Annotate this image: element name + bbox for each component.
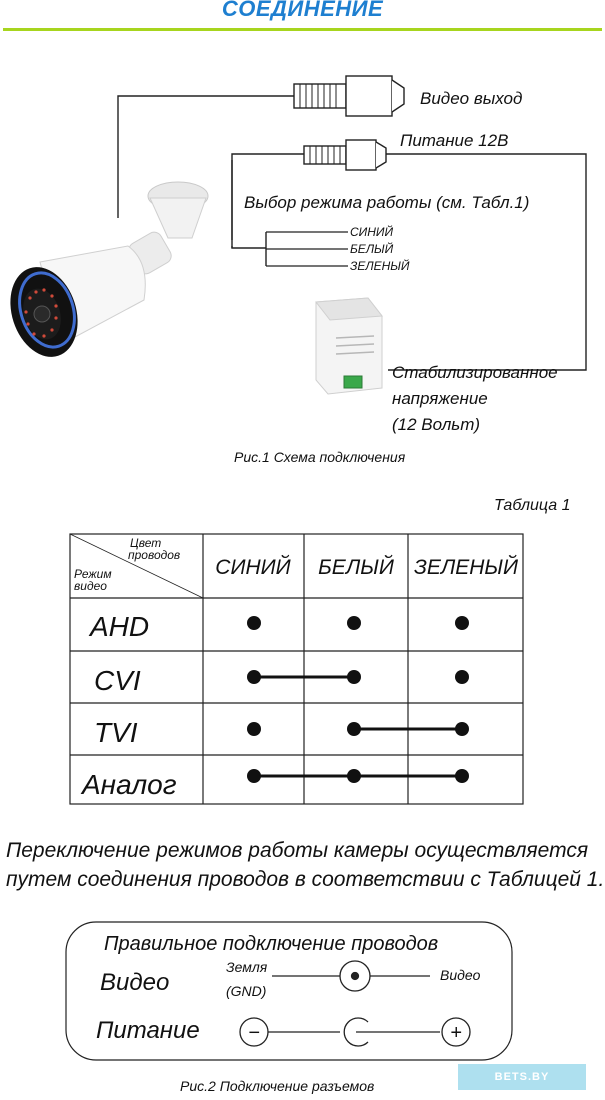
- table-caption: Таблица 1: [494, 497, 570, 514]
- fig2-frame: [65, 921, 513, 1061]
- fig2-power-label: Питание: [96, 1017, 200, 1044]
- video-jack-diagram: [272, 960, 430, 992]
- fig1-caption: Рис.1 Схема подключения: [234, 449, 406, 465]
- label-power-12v: Питание 12В: [400, 131, 508, 150]
- fig2-caption: Рис.2 Подключение разъемов: [180, 1078, 375, 1094]
- plus-icon: +: [450, 1022, 462, 1044]
- dot-CVI-green: [455, 670, 469, 684]
- mode-switch-note: Переключение режимов работы камеры осуще…: [6, 836, 604, 894]
- power-supply-illustration: [315, 297, 383, 395]
- dot-TVI-green: [455, 722, 469, 736]
- power-connector: [303, 139, 387, 171]
- wire-label-blue: СИНИЙ: [350, 223, 394, 239]
- row-label-tvi: TVI: [94, 717, 138, 748]
- table-marks: [247, 616, 469, 783]
- dot-CVI-white: [347, 670, 361, 684]
- row-label-cvi: CVI: [94, 665, 141, 696]
- dot-AHD-blue: [247, 616, 261, 630]
- label-mode-select: Выбор режима работы (см. Табл.1): [244, 193, 529, 212]
- dot-Аналог-green: [455, 769, 469, 783]
- label-psu-line2: напряжение: [392, 389, 488, 408]
- wire-label-green: ЗЕЛЕНЫЙ: [350, 257, 410, 273]
- dot-Аналог-white: [347, 769, 361, 783]
- dot-TVI-blue: [247, 722, 261, 736]
- label-psu-line1: Стабилизированное: [392, 363, 558, 382]
- label-video-out: Видео выход: [420, 89, 522, 108]
- column-header-green: ЗЕЛЕНЫЙ: [414, 556, 519, 579]
- title-rule: [3, 28, 602, 31]
- note-line-1: Переключение режимов работы камеры осуще…: [6, 839, 589, 862]
- dot-AHD-green: [455, 616, 469, 630]
- mode-wires: [266, 231, 348, 267]
- fig2-gnd-label: (GND): [226, 983, 266, 999]
- dot-AHD-white: [347, 616, 361, 630]
- camera-illustration: [10, 181, 209, 357]
- dot-TVI-white: [347, 722, 361, 736]
- mode-table: Цвет проводов Режим видео СИНИЙ БЕЛЫЙ ЗЕ…: [69, 533, 524, 805]
- label-psu-line3: (12 Вольт): [392, 415, 480, 434]
- wire-label-white: БЕЛЫЙ: [350, 240, 394, 256]
- page-title: СОЕДИНЕНИЕ: [221, 0, 384, 21]
- corner-top-2: проводов: [128, 548, 180, 562]
- dot-Аналог-blue: [247, 769, 261, 783]
- row-label-ahd: AHD: [88, 611, 149, 642]
- corner-top-1: Цвет: [130, 536, 161, 550]
- video-connector: [293, 75, 405, 117]
- column-header-blue: СИНИЙ: [215, 556, 291, 579]
- dot-CVI-blue: [247, 670, 261, 684]
- fig2-video-label: Видео: [100, 969, 169, 996]
- fig2-video-signal-label: Видео: [440, 967, 481, 983]
- column-header-white: БЕЛЫЙ: [318, 556, 395, 579]
- site-logo: BETS.BY: [458, 1064, 586, 1090]
- note-line-2: путем соединения проводов в соответствии…: [6, 868, 605, 891]
- row-label-analog: Аналог: [80, 769, 177, 800]
- fig2-ground-label: Земля: [226, 959, 268, 975]
- corner-bottom-1: Режим: [74, 567, 112, 581]
- minus-icon: −: [248, 1022, 260, 1044]
- fig2-title: Правильное подключение проводов: [104, 933, 438, 955]
- power-jack-diagram: [239, 1017, 471, 1047]
- corner-bottom-2: видео: [74, 579, 107, 593]
